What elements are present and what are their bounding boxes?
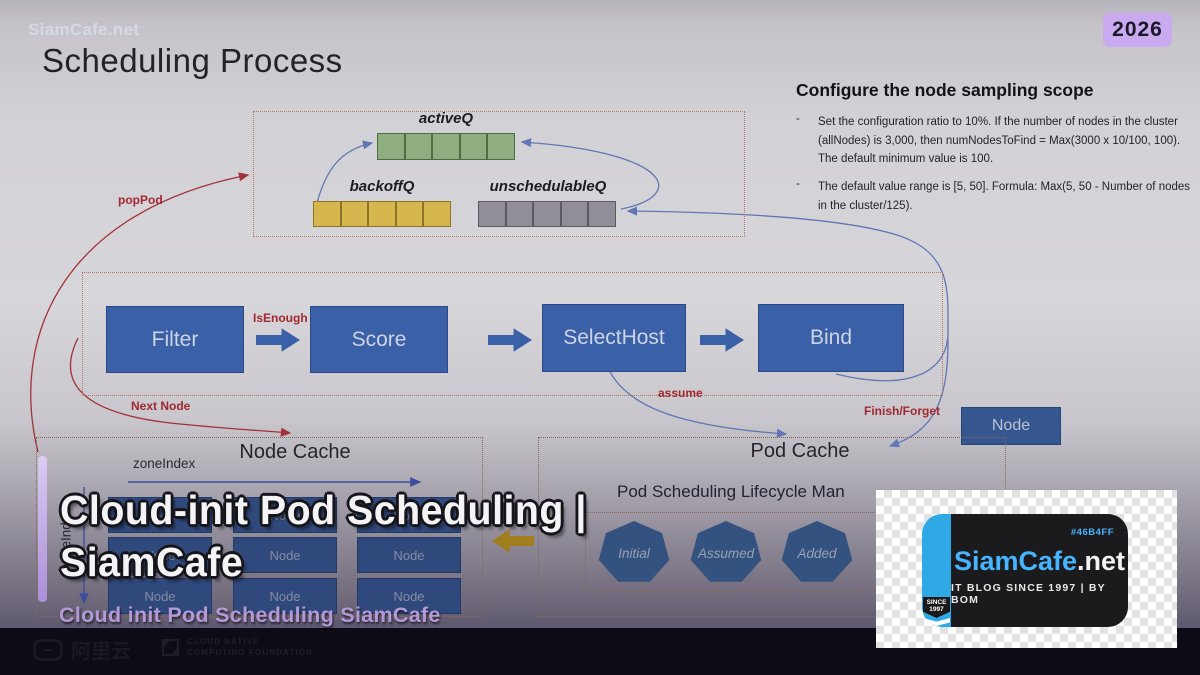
queue-cell	[395, 201, 424, 227]
sampling-heading: Configure the node sampling scope	[796, 80, 1094, 100]
queue-cell	[313, 201, 341, 227]
alibaba-cloud-icon	[33, 638, 63, 661]
activeq-queue	[377, 133, 515, 160]
queue-cell	[560, 201, 589, 227]
pop-pod-label: popPod	[118, 193, 163, 207]
queue-cell	[377, 133, 405, 160]
page-title: Scheduling Process	[42, 42, 343, 79]
next-node-label: Next Node	[131, 399, 191, 413]
cncf-label-top: CLOUD NATIVE	[187, 637, 260, 646]
queue-section-frame	[253, 111, 745, 237]
stage-bind: Bind	[758, 304, 904, 372]
node-cache-cell: Node	[233, 578, 337, 614]
bullet-text: The default value range is [5, 50]. Form…	[818, 180, 1191, 212]
siamcafe-logo-card: SINCE 1997 #46B4FF SiamCafe.net IT BLOG …	[876, 490, 1177, 648]
node-cache-cell: Node	[108, 578, 212, 614]
node-cache-cell: Node	[357, 578, 461, 614]
overlay-subtitle: Cloud init Pod Scheduling SiamCafe	[59, 603, 441, 627]
badge-blue-strip: SINCE 1997	[922, 514, 951, 627]
overlay-title: Cloud-init Pod Scheduling | SiamCafe	[60, 484, 790, 589]
watermark: SiamCafe.net	[28, 20, 140, 39]
node-cache-frame	[36, 437, 483, 617]
node-cache-cell: Node	[108, 537, 212, 573]
node-cache-cell: Node	[233, 497, 337, 533]
queue-cell	[459, 133, 488, 160]
sampling-bullet: - Set the configuration ratio to 10%. If…	[796, 113, 1194, 169]
since-top: SINCE	[926, 599, 947, 606]
node-cache-cell: Node	[108, 497, 212, 533]
queue-cell	[505, 201, 534, 227]
since-bottom: 1997	[929, 606, 944, 614]
sampling-bullet: - The default value range is [5, 50]. Fo…	[796, 178, 1194, 215]
queue-cell	[404, 133, 433, 160]
cncf-label: CLOUD NATIVE COMPUTING FOUNDATION	[187, 637, 313, 659]
queue-cell	[478, 201, 506, 227]
node-cache-title: Node Cache	[239, 441, 351, 463]
bullet-text: Set the configuration ratio to 10%. If t…	[818, 116, 1181, 166]
assume-label: assume	[658, 386, 703, 400]
since-1997-shield: SINCE 1997	[923, 597, 950, 618]
lifecycle-label: Pod Scheduling Lifecycle Man	[617, 482, 845, 501]
backoffq-label: backoffQ	[349, 178, 415, 195]
queue-cell	[533, 201, 561, 227]
alibaba-cloud-label: 阿里云	[71, 641, 131, 663]
cncf-label-bottom: COMPUTING FOUNDATION	[187, 647, 313, 657]
cncf-logo: CLOUD NATIVE COMPUTING FOUNDATION	[162, 637, 313, 659]
hex-color-label: #46B4FF	[1070, 527, 1114, 538]
queue-cell	[487, 133, 515, 160]
bullet-dash: -	[796, 177, 800, 190]
pod-cache-title: Pod Cache	[750, 440, 850, 462]
overlay-title-line2: SiamCafe	[60, 539, 244, 586]
brand-name: SiamCafe	[953, 545, 1078, 576]
year-badge: 2026	[1103, 13, 1172, 47]
sampling-scope-block: Configure the node sampling scope - Set …	[796, 80, 1194, 224]
queue-cell	[423, 201, 451, 227]
finish-forget-label: Finish/Forget	[864, 404, 940, 418]
zone-index-label: zoneIndex	[133, 456, 196, 471]
stage-selecthost: SelectHost	[542, 304, 686, 372]
chevron-down-icon	[923, 618, 950, 626]
stage-filter: Filter	[106, 306, 244, 373]
brand-wordmark: SiamCafe.net	[954, 546, 1125, 577]
queue-cell	[588, 201, 616, 227]
pipeline-frame	[82, 272, 943, 396]
node-cache-cell: Node	[357, 497, 461, 533]
badge-body: #46B4FF SiamCafe.net IT BLOG SINCE 1997 …	[951, 514, 1128, 627]
queue-cell	[432, 133, 460, 160]
siamcafe-badge: SINCE 1997 #46B4FF SiamCafe.net IT BLOG …	[922, 514, 1128, 627]
activeq-label: activeQ	[418, 110, 474, 127]
backoffq-queue	[313, 201, 451, 227]
unschedulableq-queue	[478, 201, 616, 227]
brand-tld: .net	[1077, 545, 1126, 576]
alibaba-cloud-logo: 阿里云	[33, 635, 131, 664]
queue-cell	[368, 201, 396, 227]
overlay-title-line1: Cloud-init Pod Scheduling |	[60, 487, 587, 533]
node-cache-cell: Node	[233, 537, 337, 573]
unschedulableq-label: unschedulableQ	[489, 178, 607, 195]
queue-cell	[340, 201, 369, 227]
cncf-icon	[162, 639, 179, 657]
bullet-dash: -	[796, 113, 800, 125]
is-enough-label: IsEnough	[253, 311, 308, 325]
accent-bar	[38, 456, 47, 602]
node-box: Node	[961, 407, 1061, 445]
node-cache-cell: Node	[357, 537, 461, 573]
brand-tagline: IT BLOG SINCE 1997 | BY BOM	[951, 581, 1106, 606]
stage-score: Score	[310, 306, 448, 373]
